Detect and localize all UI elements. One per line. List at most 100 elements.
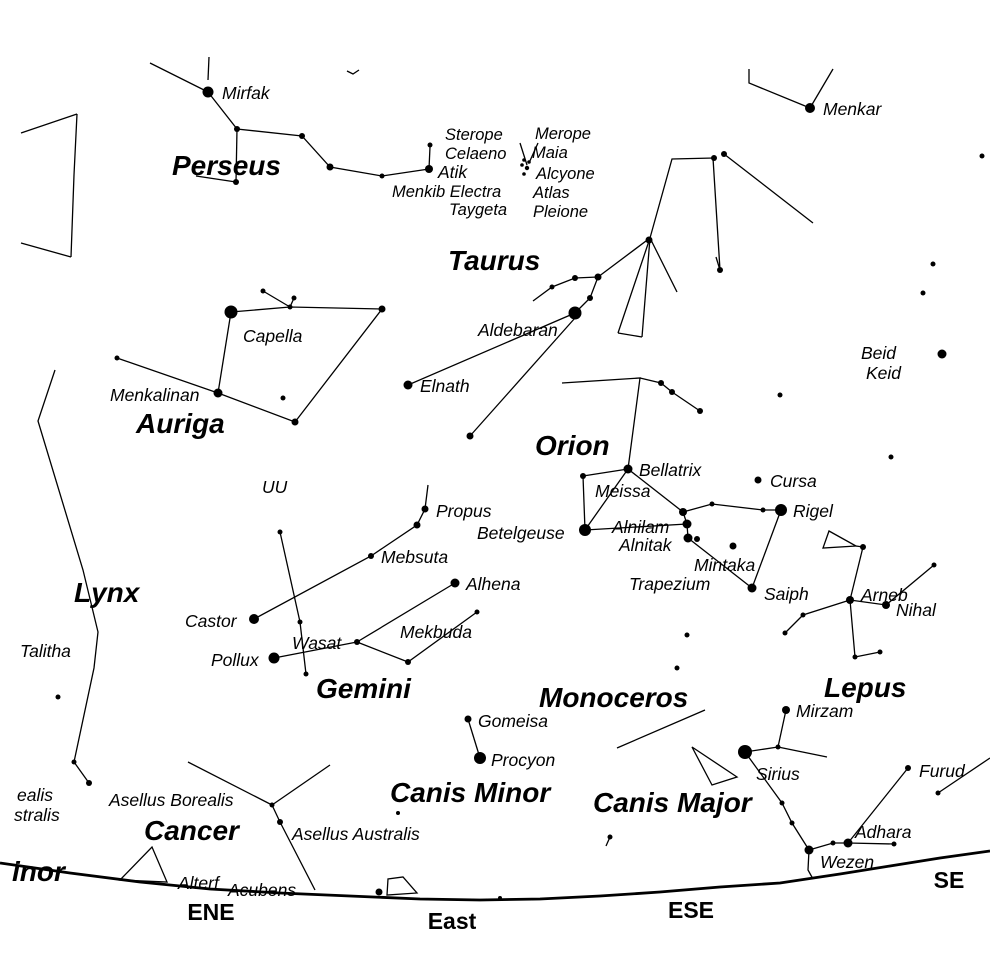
- field-star: [684, 632, 690, 638]
- field-star: [789, 820, 795, 826]
- cluster-star-label-menkib-electra: Menkib Electra: [392, 183, 501, 201]
- star-label-elnath: Elnath: [420, 376, 470, 396]
- star-label-pollux: Pollux: [211, 650, 260, 670]
- star-label-asellus-borealis: Asellus Borealis: [108, 790, 234, 810]
- constellation-label-monoceros: Monoceros: [539, 682, 688, 713]
- field-star: [607, 834, 613, 840]
- constellation-line: [582, 468, 629, 477]
- field-star: [658, 380, 664, 386]
- field-star: [920, 290, 926, 296]
- field-star: [877, 649, 883, 655]
- constellation-line: [616, 709, 706, 749]
- constellation-label-cancer: Cancer: [144, 815, 241, 846]
- field-star: [697, 408, 703, 414]
- star-furud: [905, 765, 911, 771]
- field-star: [413, 521, 421, 529]
- star-procyon: [474, 752, 486, 764]
- field-star: [709, 501, 715, 507]
- constellation-line: [271, 804, 316, 891]
- star-aldebaran: [568, 306, 582, 320]
- field-star: [378, 305, 386, 313]
- star-label-asellus-australis: Asellus Australis: [291, 824, 420, 844]
- star-mintaka: [729, 542, 737, 550]
- star-label-beid: Beid: [861, 343, 897, 363]
- star-label-propus: Propus: [436, 501, 492, 521]
- star-label-ealis: ealis: [17, 785, 53, 805]
- field-star: [466, 432, 474, 440]
- field-star: [979, 153, 985, 159]
- constellation-line: [849, 599, 881, 658]
- star-mirfak: [202, 86, 214, 98]
- constellation-line: [20, 113, 78, 134]
- field-star: [277, 819, 283, 825]
- constellation-label-auriga: Auriga: [135, 408, 225, 439]
- constellation-line: [149, 62, 209, 93]
- constellation-line: [712, 157, 721, 271]
- field-star: [303, 671, 309, 677]
- star-label-menkar: Menkar: [823, 99, 883, 119]
- star-label-uu: UU: [262, 477, 288, 497]
- cluster-star-label-alcyone: Alcyone: [535, 165, 595, 183]
- field-star: [711, 155, 717, 161]
- cluster-star-label-pleione: Pleione: [533, 203, 588, 221]
- star-rigel: [775, 504, 787, 516]
- direction-label-ene: ENE: [187, 899, 234, 925]
- field-star: [775, 744, 781, 750]
- constellation-label-inor: inor: [12, 856, 67, 887]
- constellation-line: [649, 237, 678, 293]
- constellation-line: [469, 317, 576, 437]
- field-star: [800, 612, 806, 618]
- star-meissa: [580, 473, 586, 479]
- star-label-keid: Keid: [866, 363, 902, 383]
- constellation-line: [532, 276, 599, 302]
- direction-label-se: SE: [934, 867, 965, 893]
- constellation-label-gemini: Gemini: [316, 673, 412, 704]
- constellation-line: [849, 546, 864, 601]
- constellation-label-perseus: Perseus: [172, 150, 281, 181]
- constellation-line: [195, 175, 237, 183]
- field-star: [777, 392, 783, 398]
- field-star: [291, 418, 299, 426]
- constellation-line: [807, 849, 814, 880]
- field-star: [717, 267, 723, 273]
- horizon-line: [0, 849, 990, 902]
- field-star: [782, 630, 788, 636]
- field-star: [287, 304, 293, 310]
- constellation-line: [356, 582, 456, 643]
- star-label-mirfak: Mirfak: [222, 83, 271, 103]
- constellation-line: [271, 764, 331, 806]
- star-label-arneb: Arneb: [860, 585, 908, 605]
- star-adhara: [843, 838, 853, 848]
- direction-label-ese: ESE: [668, 897, 714, 923]
- star-sirius: [738, 745, 752, 759]
- star-mebsuta: [368, 553, 374, 559]
- constellation-line: [346, 69, 360, 75]
- field-star: [299, 133, 305, 139]
- field-star: [587, 295, 593, 301]
- constellation-line: [584, 468, 629, 531]
- field-star: [830, 840, 836, 846]
- constellation-line: [847, 767, 909, 844]
- star-atik: [425, 165, 433, 173]
- field-star: [572, 275, 578, 281]
- field-star: [524, 165, 530, 171]
- constellation-line: [682, 503, 781, 513]
- constellation-lines: [20, 56, 990, 891]
- star-wezen: [804, 845, 814, 855]
- field-star: [260, 288, 266, 294]
- constellation-line: [528, 142, 539, 164]
- star-elnath: [403, 380, 413, 390]
- field-star: [277, 529, 283, 535]
- field-star: [71, 759, 77, 765]
- constellation-line: [687, 537, 753, 589]
- constellation-line: [723, 153, 814, 224]
- field-star: [852, 654, 858, 660]
- field-star: [930, 261, 936, 267]
- star-bellatrix: [623, 464, 633, 474]
- field-star: [522, 172, 526, 176]
- field-star: [891, 841, 897, 847]
- star-castor: [249, 614, 259, 624]
- constellation-line: [617, 332, 643, 338]
- field-star: [549, 284, 555, 290]
- star-label-adhara: Adhara: [854, 822, 912, 842]
